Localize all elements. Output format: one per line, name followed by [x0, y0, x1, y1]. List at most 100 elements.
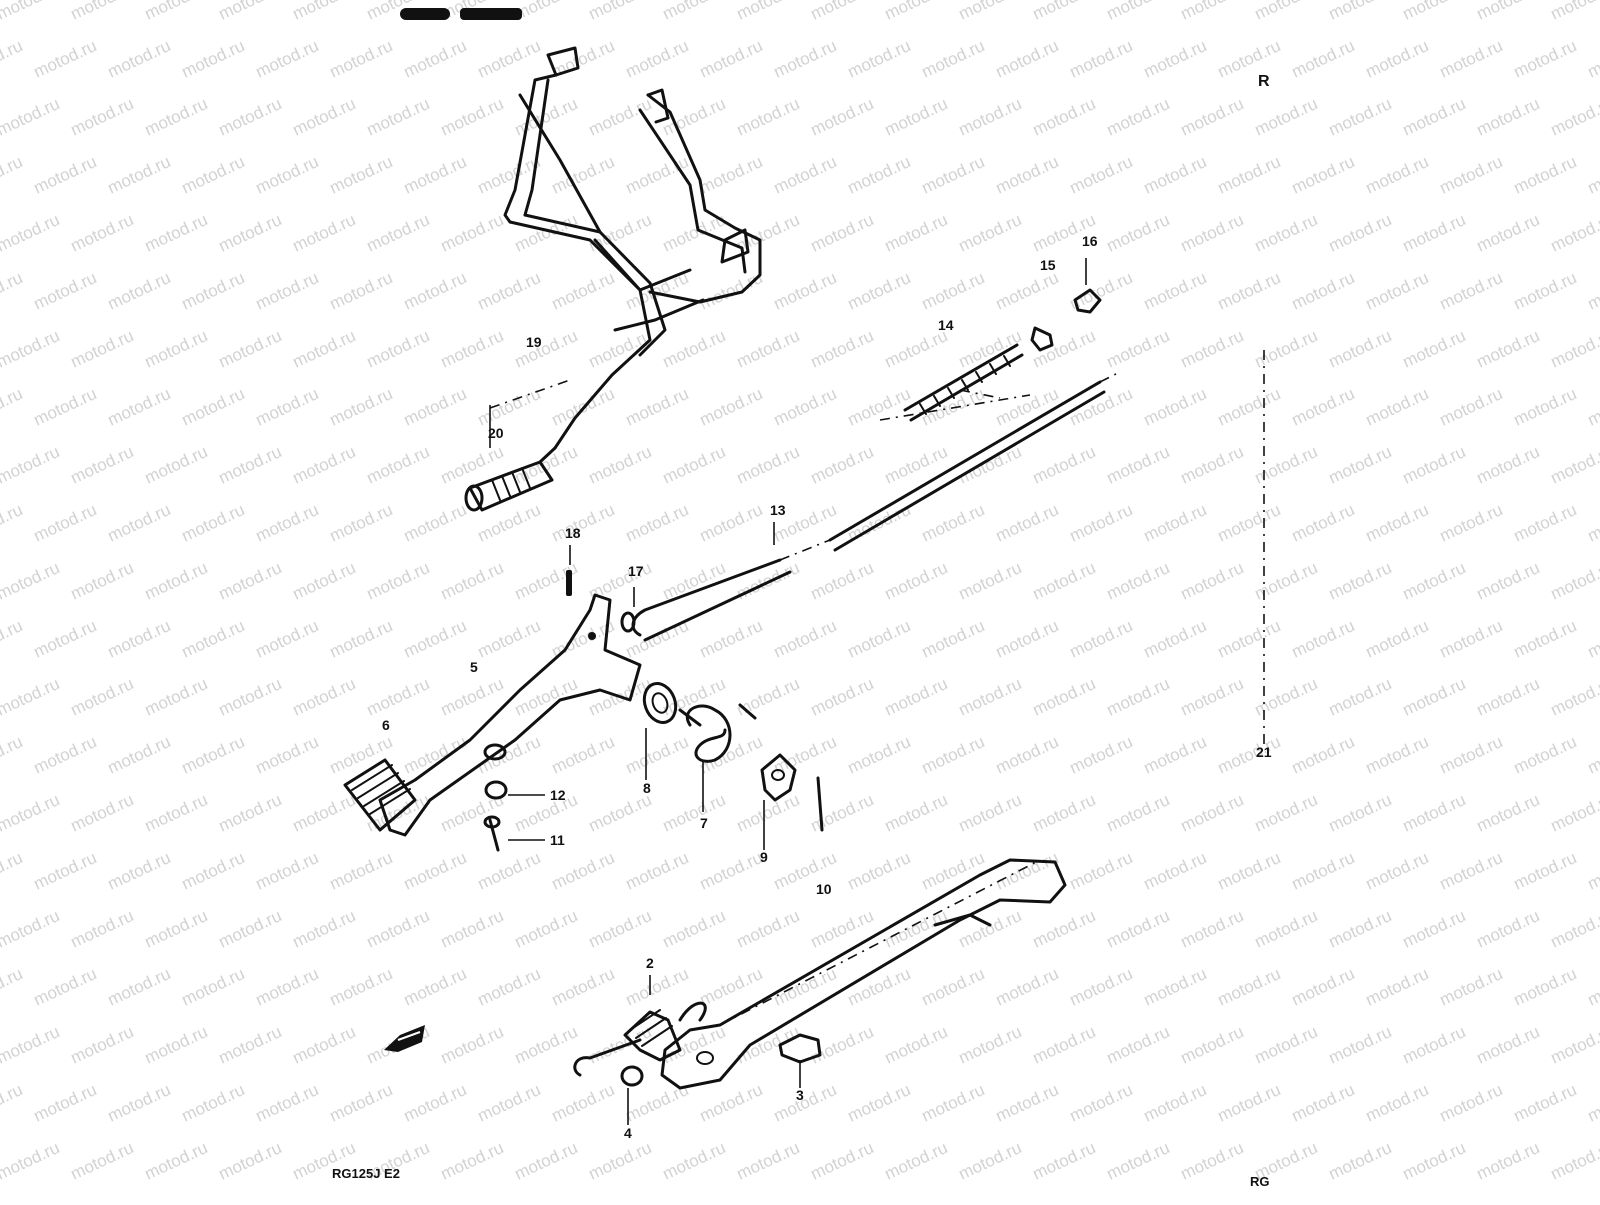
watermark-text: motod.ru — [1437, 384, 1506, 430]
watermark-text: motod.ru — [1585, 616, 1600, 662]
watermark-text: motod.ru — [364, 94, 433, 140]
watermark-text: motod.ru — [623, 848, 692, 894]
watermark-text: motod.ru — [993, 36, 1062, 82]
watermark-text: motod.ru — [1548, 1022, 1600, 1068]
watermark-text: motod.ru — [475, 384, 544, 430]
watermark-text: motod.ru — [1104, 1138, 1173, 1184]
watermark-text: motod.ru — [808, 0, 877, 24]
watermark-text: motod.ru — [734, 790, 803, 836]
callout-number: 10 — [816, 881, 832, 897]
watermark-text: motod.ru — [1511, 268, 1580, 314]
watermark-text: motod.ru — [0, 964, 25, 1010]
watermark-text: motod.ru — [1289, 964, 1358, 1010]
watermark-text: motod.ru — [1141, 848, 1210, 894]
pivot-parts — [483, 682, 824, 852]
watermark-text: motod.ru — [808, 906, 877, 952]
watermark-text: motod.ru — [216, 94, 285, 140]
watermark-text: motod.ru — [1474, 0, 1543, 24]
watermark-text: motod.ru — [253, 152, 322, 198]
callout-number: 8 — [643, 780, 651, 796]
watermark-text: motod.ru — [0, 442, 62, 488]
watermark-text: motod.ru — [808, 94, 877, 140]
watermark-text: motod.ru — [1252, 674, 1321, 720]
watermark-text: motod.ru — [1511, 1080, 1580, 1126]
watermark-text: motod.ru — [1104, 326, 1173, 372]
watermark-text: motod.ru — [1363, 152, 1432, 198]
watermark-text: motod.ru — [1363, 848, 1432, 894]
watermark-text: motod.ru — [549, 732, 618, 778]
watermark-text: motod.ru — [1511, 964, 1580, 1010]
watermark-text: motod.ru — [1289, 500, 1358, 546]
watermark-text: motod.ru — [808, 442, 877, 488]
watermark-text: motod.ru — [1215, 616, 1284, 662]
watermark-text: motod.ru — [1437, 268, 1506, 314]
watermark-text: motod.ru — [179, 152, 248, 198]
watermark-text: motod.ru — [1474, 326, 1543, 372]
callout-number: 15 — [1040, 257, 1056, 273]
watermark-text: motod.ru — [68, 210, 137, 256]
watermark-text: motod.ru — [142, 442, 211, 488]
watermark-text: motod.ru — [1252, 442, 1321, 488]
watermark-text: motod.ru — [1104, 0, 1173, 24]
watermark-text: motod.ru — [734, 1138, 803, 1184]
watermark-text: motod.ru — [1178, 906, 1247, 952]
watermark-text: motod.ru — [1067, 732, 1136, 778]
watermark-text: motod.ru — [253, 732, 322, 778]
watermark-text: motod.ru — [327, 732, 396, 778]
watermark-text: motod.ru — [1511, 732, 1580, 778]
watermark-text: motod.ru — [586, 906, 655, 952]
watermark-text: motod.ru — [0, 94, 62, 140]
watermark-text: motod.ru — [216, 1022, 285, 1068]
watermark-text: motod.ru — [771, 384, 840, 430]
watermark-text: motod.ru — [1104, 210, 1173, 256]
watermark-text: motod.ru — [1215, 500, 1284, 546]
watermark-text: motod.ru — [31, 500, 100, 546]
watermark-text: motod.ru — [475, 964, 544, 1010]
watermark-text: motod.ru — [1289, 616, 1358, 662]
watermark-text: motod.ru — [1474, 674, 1543, 720]
watermark-text: motod.ru — [253, 500, 322, 546]
watermark-text: motod.ru — [1030, 1022, 1099, 1068]
watermark-text: motod.ru — [1104, 94, 1173, 140]
watermark-text: motod.ru — [290, 210, 359, 256]
watermark-text: motod.ru — [1326, 0, 1395, 24]
watermark-text: motod.ru — [475, 616, 544, 662]
watermark-text: motod.ru — [660, 1138, 729, 1184]
watermark-text: motod.ru — [0, 1196, 25, 1200]
watermark-text: motod.ru — [253, 36, 322, 82]
watermark-text: motod.ru — [401, 964, 470, 1010]
watermark-text: motod.ru — [142, 326, 211, 372]
callout-number: 21 — [1256, 744, 1272, 760]
watermark-text: motod.ru — [1400, 326, 1469, 372]
watermark-text: motod.ru — [1178, 442, 1247, 488]
watermark-text: motod.ru — [179, 964, 248, 1010]
watermark-text: motod.ru — [734, 906, 803, 952]
watermark-text: motod.ru — [956, 442, 1025, 488]
watermark-text: motod.ru — [1474, 1022, 1543, 1068]
watermark-text: motod.ru — [1326, 906, 1395, 952]
watermark-text: motod.ru — [549, 848, 618, 894]
watermark-text: motod.ru — [105, 384, 174, 430]
watermark-text: motod.ru — [401, 1080, 470, 1126]
watermark-text: motod.ru — [549, 964, 618, 1010]
watermark-text: motod.ru — [142, 94, 211, 140]
watermark-text: motod.ru — [1437, 1196, 1506, 1200]
watermark-text: motod.ru — [0, 268, 25, 314]
watermark-text: motod.ru — [179, 732, 248, 778]
watermark-text: motod.ru — [1178, 674, 1247, 720]
watermark-text: motod.ru — [327, 1196, 396, 1200]
watermark-text: motod.ru — [68, 906, 137, 952]
watermark-text: motod.ru — [1585, 732, 1600, 778]
watermark-text: motod.ru — [1511, 500, 1580, 546]
watermark-text: motod.ru — [882, 1138, 951, 1184]
watermark-text: motod.ru — [808, 558, 877, 604]
watermark-text: motod.ru — [179, 1196, 248, 1200]
watermark-text: motod.ru — [956, 1022, 1025, 1068]
watermark-text: motod.ru — [1141, 500, 1210, 546]
watermark-text: motod.ru — [364, 674, 433, 720]
watermark-text: motod.ru — [179, 384, 248, 430]
watermark-text: motod.ru — [1400, 1022, 1469, 1068]
callout-number: 16 — [1082, 233, 1098, 249]
watermark-text: motod.ru — [179, 848, 248, 894]
